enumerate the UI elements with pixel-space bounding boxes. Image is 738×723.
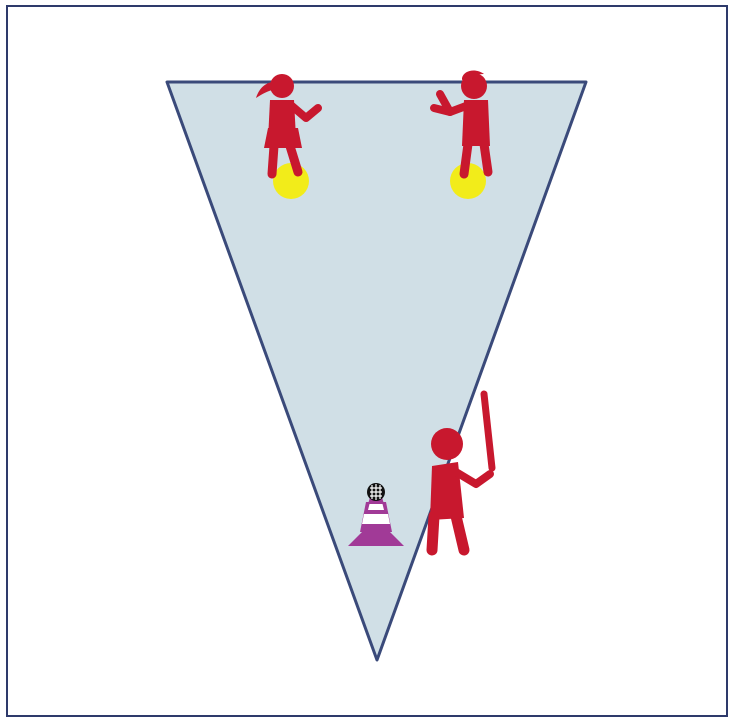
triangle-field — [167, 82, 586, 660]
base-marker-left — [273, 163, 309, 199]
ball — [367, 483, 385, 501]
